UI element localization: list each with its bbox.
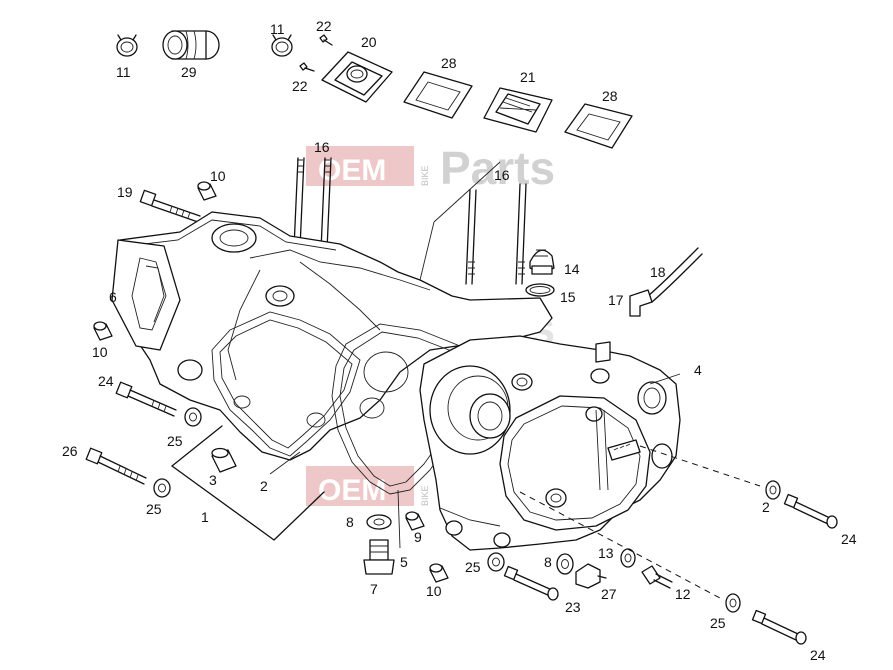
callout-26: 26 bbox=[62, 443, 78, 459]
screw-small-b bbox=[299, 62, 315, 72]
callout-25-left: 25 bbox=[167, 433, 183, 449]
bolt-24-left bbox=[115, 381, 177, 417]
callout-24-right-lower: 24 bbox=[810, 647, 826, 663]
oil-filler-plug bbox=[529, 249, 555, 275]
callout-13: 13 bbox=[598, 545, 614, 561]
dashed-axis-lower bbox=[519, 491, 721, 599]
callout-23: 23 bbox=[565, 599, 581, 615]
reed-valve bbox=[483, 87, 553, 133]
breather-hose-18 bbox=[647, 247, 703, 303]
plug-27 bbox=[575, 563, 607, 589]
callout-27: 27 bbox=[601, 586, 617, 602]
breather-elbow-17 bbox=[629, 289, 653, 317]
stud-right-pair bbox=[465, 183, 527, 285]
callout-6: 6 bbox=[109, 289, 117, 305]
stud-left-pair bbox=[293, 157, 332, 251]
callout-24-left: 24 bbox=[98, 373, 114, 389]
callout-16-left: 16 bbox=[314, 139, 330, 155]
callout-25-lower: 25 bbox=[146, 501, 162, 517]
callout-10-top: 10 bbox=[210, 168, 226, 184]
callout-11-left: 11 bbox=[116, 64, 131, 80]
crankcase-right-half bbox=[419, 335, 681, 551]
dowel-10-bottom bbox=[429, 563, 449, 583]
callout-28-left: 28 bbox=[441, 55, 457, 71]
callout-20: 20 bbox=[361, 34, 377, 50]
screw-small-a bbox=[319, 34, 333, 46]
callout-24-right-upper: 24 bbox=[841, 531, 857, 547]
watermark-oem: OEM bbox=[318, 474, 386, 507]
bolt-12 bbox=[641, 565, 673, 589]
washer-8-right bbox=[556, 553, 574, 575]
callout-28-right: 28 bbox=[602, 88, 618, 104]
washer-25-center bbox=[487, 552, 505, 572]
bolt-24-right-upper bbox=[783, 493, 838, 529]
callout-4: 4 bbox=[694, 362, 702, 378]
hose-clamp-left bbox=[116, 34, 138, 57]
callout-10-left: 10 bbox=[92, 344, 108, 360]
callout-14: 14 bbox=[564, 261, 580, 277]
bolt-23 bbox=[503, 565, 559, 601]
bolt-19 bbox=[139, 189, 201, 223]
callout-8-right: 8 bbox=[544, 554, 552, 570]
washer-13 bbox=[620, 548, 636, 568]
center-gasket bbox=[331, 323, 481, 495]
gasket-left bbox=[403, 71, 473, 119]
callout-2-right: 2 bbox=[762, 499, 770, 515]
dowel-3 bbox=[211, 447, 237, 473]
bracket-1 bbox=[171, 425, 325, 541]
callout-22-lower: 22 bbox=[292, 78, 308, 94]
washer-8-center bbox=[366, 514, 392, 530]
hose-clamp-right bbox=[271, 34, 293, 57]
washer-25-left-lower bbox=[153, 478, 171, 498]
intake-sleeve bbox=[162, 30, 220, 60]
washer-2-right bbox=[765, 480, 781, 500]
callout-12: 12 bbox=[675, 586, 691, 602]
callout-7: 7 bbox=[370, 581, 378, 597]
callout-3: 3 bbox=[209, 472, 217, 488]
callout-29: 29 bbox=[181, 64, 197, 80]
callout-21: 21 bbox=[520, 69, 536, 85]
drain-plug-7 bbox=[363, 539, 395, 575]
intake-manifold bbox=[321, 51, 393, 103]
callout-labels: 11 29 11 22 20 22 28 21 28 16 16 10 19 1… bbox=[62, 18, 857, 663]
washer-25-left bbox=[184, 407, 202, 427]
callout-25-right: 25 bbox=[710, 615, 726, 631]
callout-10-bottom: 10 bbox=[426, 583, 442, 599]
bolt-24-right-lower bbox=[751, 609, 807, 645]
dowel-10-top bbox=[197, 181, 217, 201]
callout-11-right: 11 bbox=[270, 21, 285, 37]
washer-25-right bbox=[725, 593, 741, 613]
bolt-26 bbox=[85, 447, 147, 485]
callout-8-center: 8 bbox=[346, 514, 354, 530]
callout-1: 1 bbox=[201, 509, 209, 525]
o-ring-15 bbox=[525, 283, 555, 297]
dowel-10-left bbox=[93, 321, 113, 341]
callout-19: 19 bbox=[117, 184, 133, 200]
watermark-oem: OEM bbox=[318, 154, 386, 187]
leader-lines bbox=[269, 161, 681, 549]
callout-17: 17 bbox=[608, 292, 624, 308]
callout-18: 18 bbox=[650, 264, 666, 280]
callout-25-center: 25 bbox=[465, 559, 481, 575]
callout-22-top: 22 bbox=[316, 18, 332, 34]
watermark-top: OEM BIKE Parts bbox=[306, 142, 555, 194]
watermark-parts: Parts bbox=[440, 142, 555, 194]
callout-9: 9 bbox=[414, 529, 422, 545]
watermark-bike: BIKE bbox=[420, 485, 430, 506]
callout-16-right: 16 bbox=[494, 167, 510, 183]
watermark-bike: BIKE bbox=[420, 165, 430, 186]
crankcase-left-half bbox=[111, 211, 553, 461]
callout-15: 15 bbox=[560, 289, 576, 305]
dowel-9 bbox=[405, 511, 425, 531]
gasket-right bbox=[564, 103, 633, 149]
callout-2-left: 2 bbox=[260, 478, 268, 494]
callout-5: 5 bbox=[400, 554, 408, 570]
